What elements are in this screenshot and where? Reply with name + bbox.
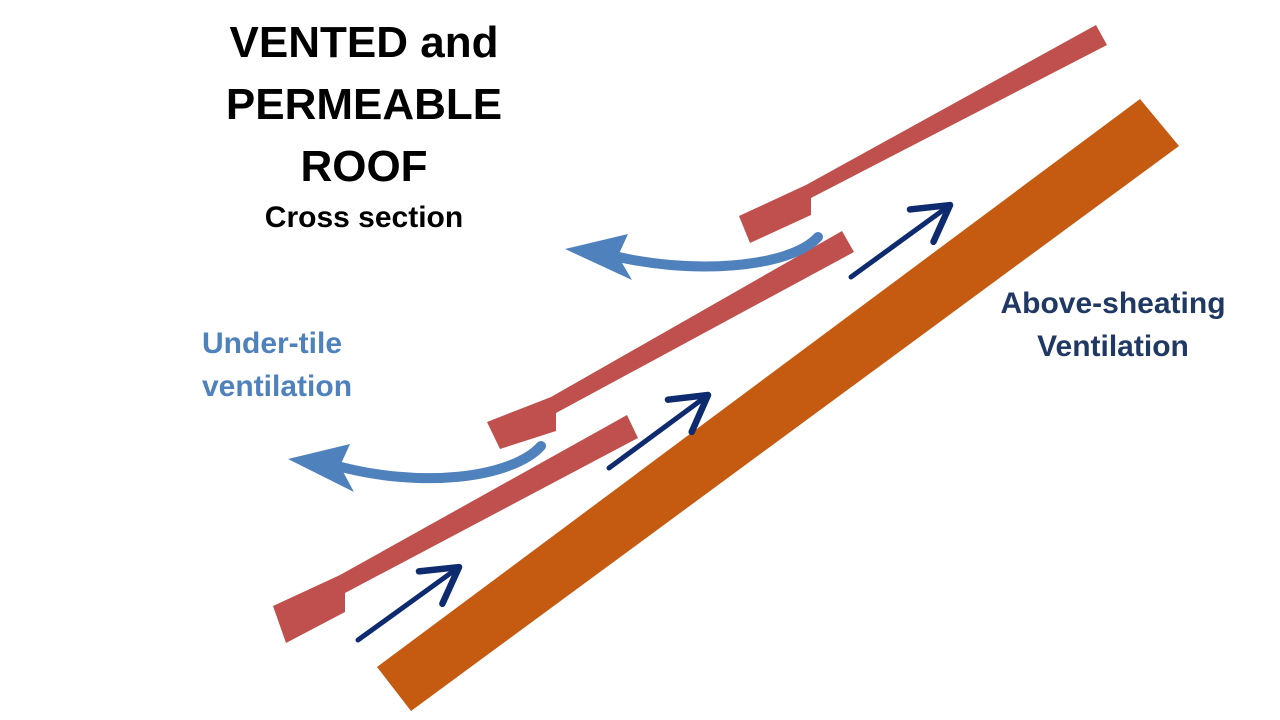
roof-tile-bottom (273, 415, 638, 643)
roof-tile-middle (487, 231, 854, 449)
under-tile-arrow-upper (565, 232, 823, 280)
subtitle: Cross section (264, 201, 464, 234)
title-line-1: VENTED and (229, 18, 499, 67)
under-tile-arrow-lower (288, 441, 546, 492)
under-tile-label-line-2: ventilation (202, 370, 353, 403)
above-sheathing-label-line-1: Above-sheating (1000, 287, 1226, 320)
title-line-3: ROOF (300, 142, 428, 191)
title-line-2: PERMEABLE (225, 80, 503, 129)
above-sheathing-arrow-mid (606, 391, 712, 471)
page-title: VENTED and PERMEABLE ROOF (204, 12, 524, 198)
under-tile-label-line-1: Under-tile (202, 327, 343, 360)
above-sheathing-arrow-low (355, 563, 463, 643)
above-sheathing-label-line-2: Ventilation (1037, 330, 1189, 363)
under-tile-ventilation-label: Under-tile ventilation (202, 322, 422, 408)
above-sheathing-ventilation-label: Above-sheating Ventilation (972, 282, 1254, 368)
roof-sheathing (377, 99, 1179, 711)
roof-tile-top (739, 25, 1107, 243)
above-sheathing-arrow-high (848, 201, 954, 280)
